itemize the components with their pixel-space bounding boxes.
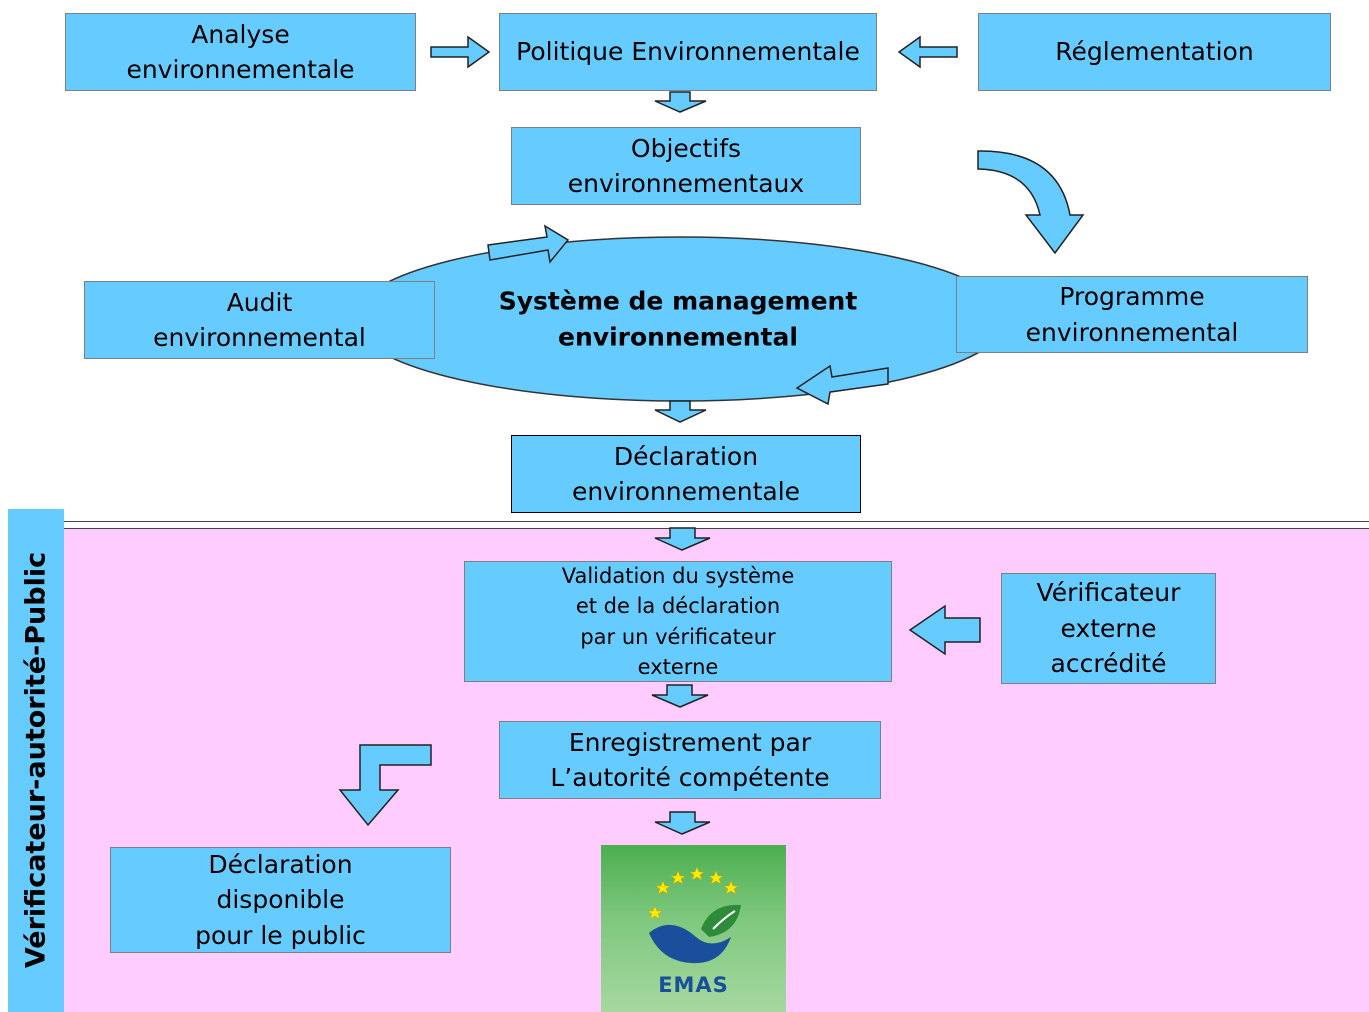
box-line: Réglementation — [1055, 37, 1254, 67]
box-line: Politique Environnementale — [516, 37, 860, 67]
separator-line — [62, 528, 1369, 529]
bent-arrow-icon — [338, 744, 432, 827]
box-politique: Politique Environnementale — [499, 13, 877, 91]
arrow-down-icon — [654, 400, 707, 423]
box-line: environnementale — [571, 477, 801, 506]
arrow-right-icon — [430, 35, 491, 69]
box-line: Audit — [226, 287, 293, 317]
side-label: Vérificateur-autorité-Public — [20, 551, 52, 969]
box-line: Enregistrement par — [568, 727, 812, 757]
arrow-down-icon — [654, 91, 707, 113]
arrow-down-icon — [651, 684, 709, 708]
emas-logo: EMAS — [601, 845, 786, 1012]
emas-emblem-icon — [647, 866, 741, 964]
box-line: environnementale — [126, 55, 355, 84]
arrow-left-icon — [897, 35, 958, 69]
box-validation: Validation du système et de la déclarati… — [464, 561, 892, 682]
arrow-right-icon — [487, 224, 570, 264]
box-reglementation: Réglementation — [978, 13, 1331, 91]
box-verificateur: Vérificateur externe accrédité — [1001, 573, 1216, 684]
box-line: L’autorité compétente — [550, 763, 830, 792]
box-declaration: Déclaration environnementale — [511, 435, 861, 513]
box-line: pour le public — [195, 920, 366, 950]
arrow-left-icon — [795, 364, 889, 406]
box-line: Programme — [1059, 282, 1205, 311]
ellipse-line: Système de management — [498, 286, 858, 316]
box-enregistrement: Enregistrement par L’autorité compétente — [499, 721, 881, 799]
arrow-down-icon — [654, 811, 711, 835]
box-line: environnemental — [153, 323, 366, 352]
box-programme: Programme environnemental — [956, 276, 1308, 353]
box-analyse: Analyse environnementale — [65, 13, 416, 91]
box-line: Déclaration — [613, 441, 759, 471]
box-line: externe — [1060, 613, 1157, 643]
box-declaration-public: Déclaration disponible pour le public — [110, 847, 451, 953]
box-line: environnementaux — [567, 169, 805, 198]
ellipse-label: Système de management environnemental — [499, 284, 858, 355]
arrow-down-icon — [654, 527, 711, 551]
box-line: externe — [637, 654, 719, 679]
curved-arrow-icon — [977, 150, 1085, 255]
box-line: disponible — [216, 885, 345, 915]
arrow-left-icon — [908, 604, 981, 656]
ellipse-line: environnemental — [558, 322, 798, 351]
emas-logo-text: EMAS — [658, 973, 729, 997]
box-line: et de la déclaration — [575, 594, 781, 619]
box-line: Déclaration — [208, 849, 353, 879]
box-objectifs: Objectifs environnementaux — [511, 127, 861, 205]
box-line: environnemental — [1025, 317, 1239, 347]
box-line: Analyse — [191, 19, 290, 49]
separator-line — [62, 521, 1369, 522]
box-line: Validation du système — [561, 563, 795, 588]
box-line: Vérificateur — [1036, 578, 1181, 608]
box-line: accrédité — [1050, 649, 1167, 679]
box-line: par un vérificateur — [580, 624, 776, 649]
side-band — [8, 509, 64, 1012]
box-line: Objectifs — [630, 133, 742, 163]
box-audit: Audit environnemental — [84, 281, 435, 359]
